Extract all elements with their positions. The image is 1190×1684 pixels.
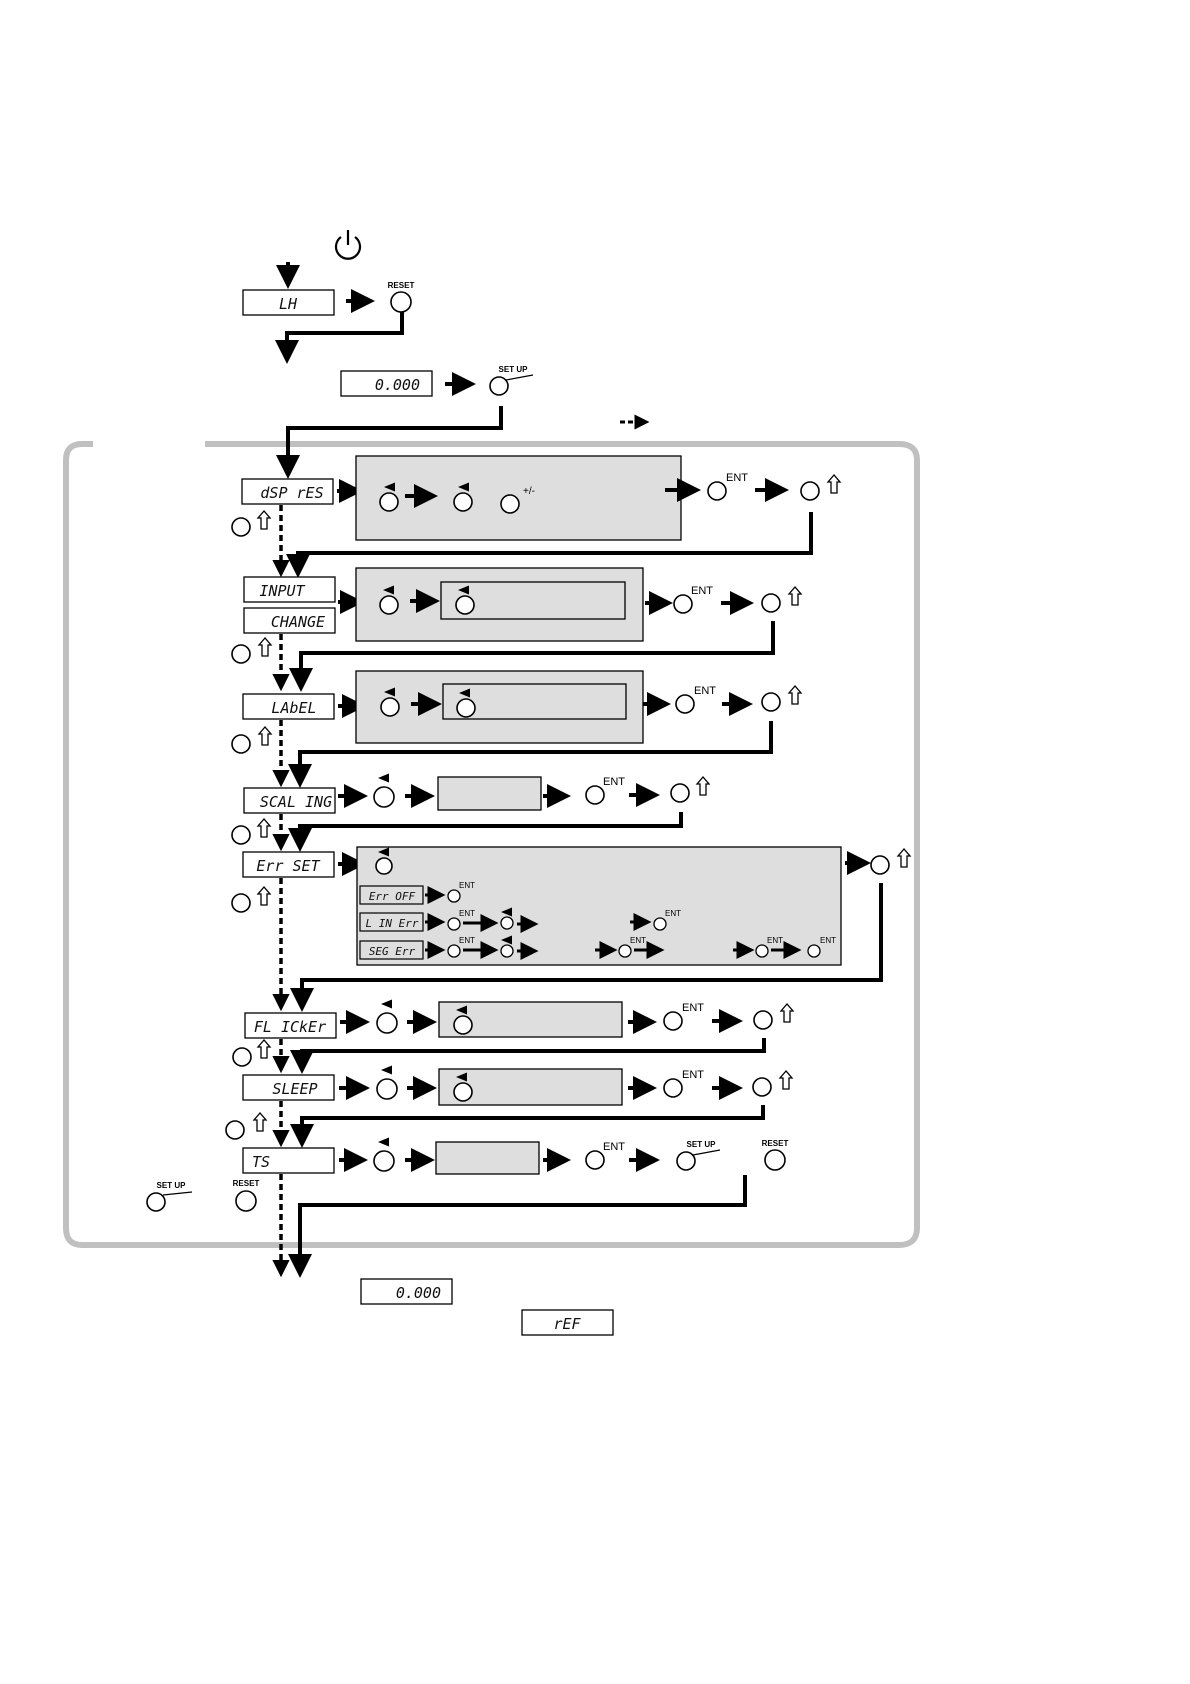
left-button-input-2[interactable] <box>456 596 474 614</box>
left-button-label-1[interactable] <box>381 698 399 716</box>
setup-label-1: SET UP <box>499 365 529 374</box>
panel-ts <box>436 1142 539 1174</box>
display-lin-err-text: L IN Err <box>366 917 419 930</box>
ent-label-dsp: ENT <box>726 472 748 484</box>
setup-button-exit[interactable] <box>147 1193 165 1211</box>
ent-button-lin-1[interactable] <box>448 918 460 930</box>
display-sleep-text: SLEEP <box>272 1080 317 1098</box>
setup-button-ts[interactable] <box>677 1152 695 1170</box>
mode-frame <box>66 444 917 1245</box>
setup-label-exit: SET UP <box>157 1181 187 1190</box>
setup-label-ts: SET UP <box>687 1140 717 1149</box>
up-button-label[interactable] <box>762 693 780 711</box>
setup-button-1[interactable] <box>490 377 508 395</box>
ent-label-flicker: ENT <box>682 1002 704 1014</box>
up-button-side-4[interactable] <box>232 826 250 844</box>
ent-label-sleep: ENT <box>682 1069 704 1081</box>
ent-button-flicker[interactable] <box>664 1012 682 1030</box>
display-seg-err-text: SEG Err <box>369 945 416 958</box>
ent-button-ts[interactable] <box>586 1151 604 1169</box>
left-button-lin[interactable] <box>501 917 513 929</box>
ent-button-label[interactable] <box>676 695 694 713</box>
up-button-scaling[interactable] <box>671 784 689 802</box>
ent-label-input: ENT <box>691 585 713 597</box>
up-button-side-1[interactable] <box>232 518 250 536</box>
ent-label-seg-4: ENT <box>820 936 836 945</box>
ent-label-label: ENT <box>694 685 716 697</box>
left-button-sleep-1[interactable] <box>377 1079 397 1099</box>
display-lh-text: LH <box>279 295 298 313</box>
display-ts-text: TS <box>252 1153 270 1171</box>
ent-button-seg-4[interactable] <box>808 945 820 957</box>
ent-button-lin-2[interactable] <box>654 918 666 930</box>
power-icon <box>336 230 360 259</box>
ent-button-sleep[interactable] <box>664 1079 682 1097</box>
left-button-flicker-1[interactable] <box>377 1013 397 1033</box>
ent-button-dsp[interactable] <box>708 482 726 500</box>
ent-button-seg-3[interactable] <box>756 945 768 957</box>
ent-button-input[interactable] <box>674 595 692 613</box>
up-button-side-3[interactable] <box>232 735 250 753</box>
display-change-text: CHANGE <box>271 613 325 631</box>
reset-label-ts: RESET <box>762 1139 789 1148</box>
ent-button-err-off[interactable] <box>448 890 460 902</box>
display-zero-a-text: 0.000 <box>375 376 420 394</box>
panel-err-set <box>357 847 841 965</box>
reset-button-exit[interactable] <box>236 1191 256 1211</box>
ent-button-scaling[interactable] <box>586 786 604 804</box>
display-flicker-text: FL ICkEr <box>254 1018 326 1036</box>
reset-button-ts[interactable] <box>765 1150 785 1170</box>
reset-label-exit: RESET <box>233 1179 260 1188</box>
display-input-text: INPUT <box>259 582 305 600</box>
left-button-ts[interactable] <box>374 1151 394 1171</box>
display-err-off-text: Err OFF <box>369 890 416 903</box>
ent-label-seg-1: ENT <box>459 936 475 945</box>
left-button-dsp-2[interactable] <box>454 493 472 511</box>
left-button-seg[interactable] <box>501 945 513 957</box>
up-button-side-2[interactable] <box>232 645 250 663</box>
ent-button-seg-1[interactable] <box>448 945 460 957</box>
up-button-err[interactable] <box>871 856 889 874</box>
display-label-text: LAbEL <box>271 699 316 717</box>
plus-minus-button[interactable] <box>501 495 519 513</box>
ent-label-seg-2: ENT <box>630 936 646 945</box>
up-button-side-6[interactable] <box>233 1048 251 1066</box>
display-scaling-text: SCAL ING <box>260 793 332 811</box>
up-button-dsp[interactable] <box>801 482 819 500</box>
left-button-flicker-2[interactable] <box>454 1016 472 1034</box>
up-button-input[interactable] <box>762 594 780 612</box>
up-button-sleep[interactable] <box>753 1078 771 1096</box>
ent-label-lin-2: ENT <box>665 909 681 918</box>
left-button-dsp-1[interactable] <box>380 493 398 511</box>
reset-button-1[interactable] <box>391 292 411 312</box>
plus-minus-label: +/- <box>523 486 535 497</box>
panel-scaling <box>438 777 541 810</box>
ent-label-ts: ENT <box>603 1141 625 1153</box>
left-button-label-2[interactable] <box>457 699 475 717</box>
display-ref-text: rEF <box>553 1315 581 1333</box>
left-button-sleep-2[interactable] <box>454 1083 472 1101</box>
ent-label-lin-1: ENT <box>459 909 475 918</box>
left-button-scaling[interactable] <box>374 787 394 807</box>
up-button-side-7[interactable] <box>226 1121 244 1139</box>
ent-label-seg-3: ENT <box>767 936 783 945</box>
reset-label-1: RESET <box>388 281 415 290</box>
up-button-side-5[interactable] <box>232 894 250 912</box>
panel-dsp-res <box>356 456 681 540</box>
display-zero-b-text: 0.000 <box>396 1284 441 1302</box>
ent-button-seg-2[interactable] <box>619 945 631 957</box>
display-err-set-text: Err SET <box>256 857 320 875</box>
left-button-input-1[interactable] <box>380 596 398 614</box>
ent-label-scaling: ENT <box>603 776 625 788</box>
display-dsp-res-text: dSP rES <box>260 484 323 502</box>
ent-label-err-off: ENT <box>459 881 475 890</box>
left-button-err[interactable] <box>376 858 392 874</box>
up-button-flicker[interactable] <box>754 1011 772 1029</box>
